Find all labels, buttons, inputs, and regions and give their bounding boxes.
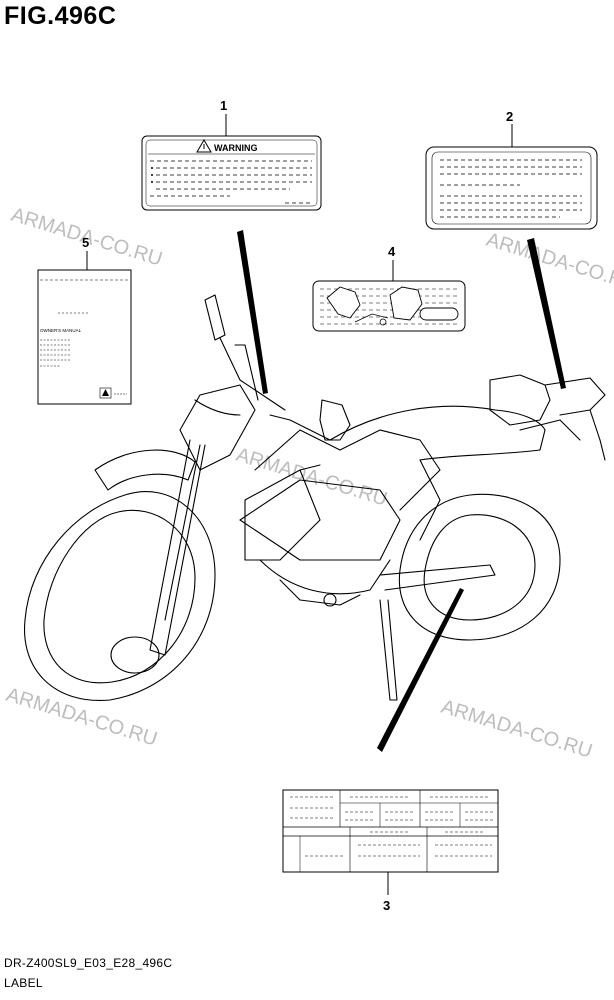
label-5-manual-text: OWNER'S MANUAL: [40, 328, 82, 333]
callout-4: 4: [388, 244, 396, 259]
callout-5: 5: [82, 235, 89, 250]
label-3-table: [282, 789, 499, 873]
label-1-heading: WARNING: [214, 143, 258, 153]
label-1-warning: WARNING: [141, 135, 322, 211]
label-4: [312, 280, 466, 332]
suzuki-logo-icon: [99, 387, 112, 399]
leader-3: [377, 588, 464, 752]
label-5-owners-manual: OWNER'S MANUAL: [37, 269, 132, 405]
callout-3: 3: [383, 898, 390, 913]
label-2: [425, 146, 598, 230]
motorcycle-drawing: [23, 294, 606, 702]
warning-triangle-icon: [196, 139, 212, 153]
callout-1: 1: [220, 98, 227, 113]
leader-2: [527, 238, 566, 389]
footer-name: LABEL: [4, 976, 43, 990]
watermark-2: ARMADA-CO.RU: [484, 229, 614, 296]
leader-1: [237, 230, 268, 394]
watermark-5: ARMADA-CO.RU: [439, 696, 595, 763]
figure-title: FIG.496C: [4, 2, 117, 30]
footer-code: DR-Z400SL9_E03_E28_496C: [4, 956, 173, 970]
watermark-4: ARMADA-CO.RU: [4, 684, 160, 751]
callout-2: 2: [506, 109, 513, 124]
